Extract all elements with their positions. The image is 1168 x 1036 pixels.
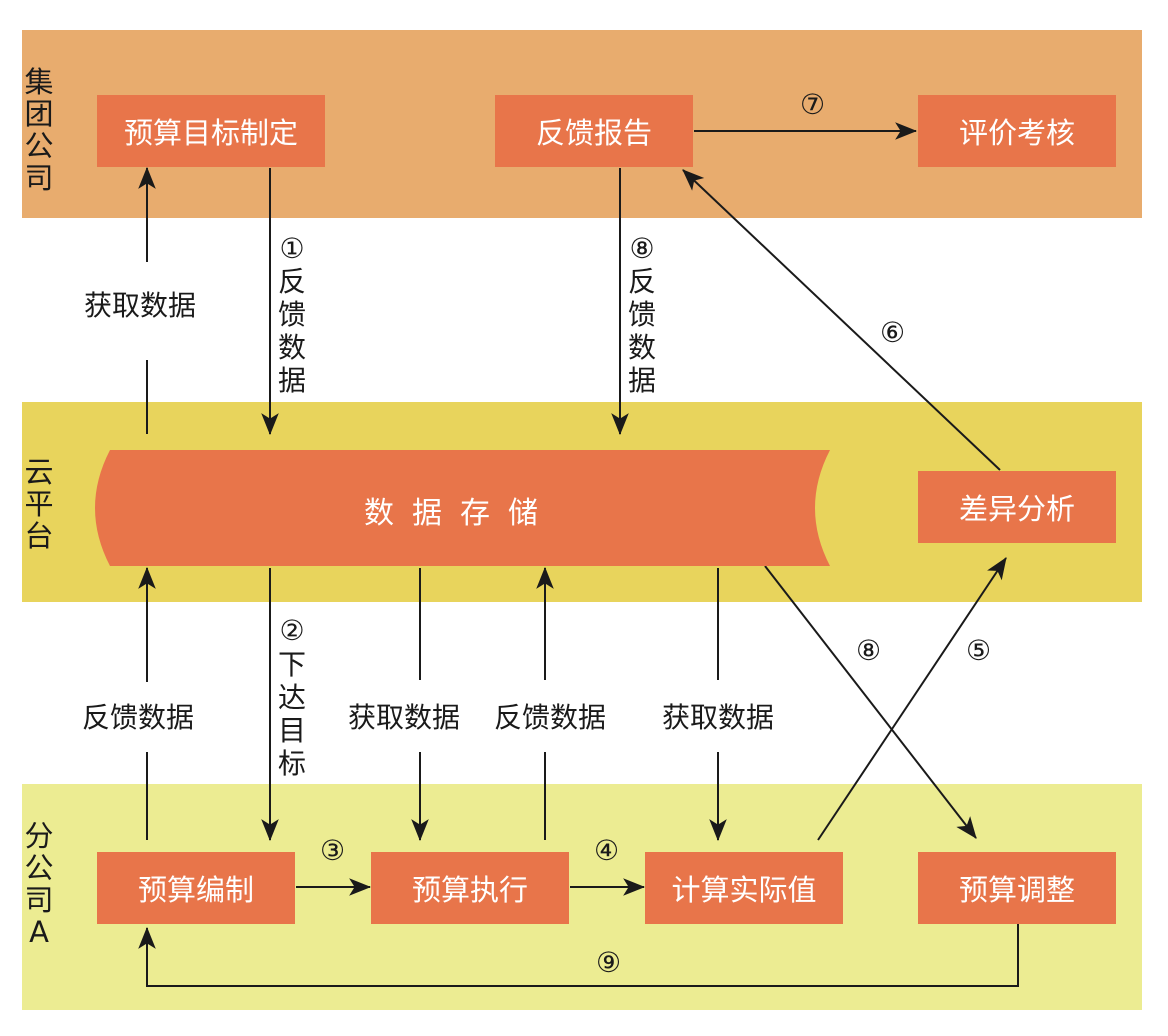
label-get-data-execute: 获取数据 [348,701,461,734]
label-feedback-execute: 反馈数据 [494,701,607,734]
label-step5: ⑤ [966,634,992,667]
label-get-data-top: 获取数据 [84,289,197,322]
budget-execute-box: 预算执行 [371,852,569,924]
edge-5-actual-to-variance [817,557,1007,841]
label-step8-top: ⑧ [629,232,655,265]
label-step8-bottom: ⑧ [856,634,882,667]
label-step8-top-text: 反 馈 数 据 [627,265,656,397]
label-get-data-actual: 获取数据 [662,701,775,734]
label-step9: ⑨ [596,946,622,979]
budget-compile-box: 预算编制 [97,852,295,924]
data-storage-shape [95,450,830,566]
feedback-report-box: 反馈报告 [495,95,693,167]
label-step7: ⑦ [800,88,826,121]
budget-target-box: 预算目标制定 [97,95,325,167]
label-step4: ④ [594,834,620,867]
edge-6-variance-to-report [682,169,1001,471]
edge-8-storage-to-adjust [764,565,977,839]
variance-analysis-box: 差异分析 [918,471,1116,543]
label-step2-text: 下 达 目 标 [277,648,306,780]
branch-company-label: 分 公 司 A [24,819,54,949]
label-step3: ③ [320,834,346,867]
label-feedback-left: 反馈数据 [82,701,195,734]
label-step2: ② [279,614,305,647]
calc-actual-box: 计算实际值 [645,852,843,924]
label-step1-text: 反 馈 数 据 [277,265,306,397]
data-storage-label: 数据存储 [364,496,556,531]
evaluation-box: 评价考核 [918,95,1116,167]
label-step1: ① [279,232,305,265]
budget-adjust-box: 预算调整 [918,852,1116,924]
edge-9-adjust-to-compile [138,924,1019,987]
label-step6: ⑥ [880,316,906,349]
group-company-label: 集 团 公 司 [24,65,54,195]
cloud-platform-label: 云 平 台 [24,455,54,553]
